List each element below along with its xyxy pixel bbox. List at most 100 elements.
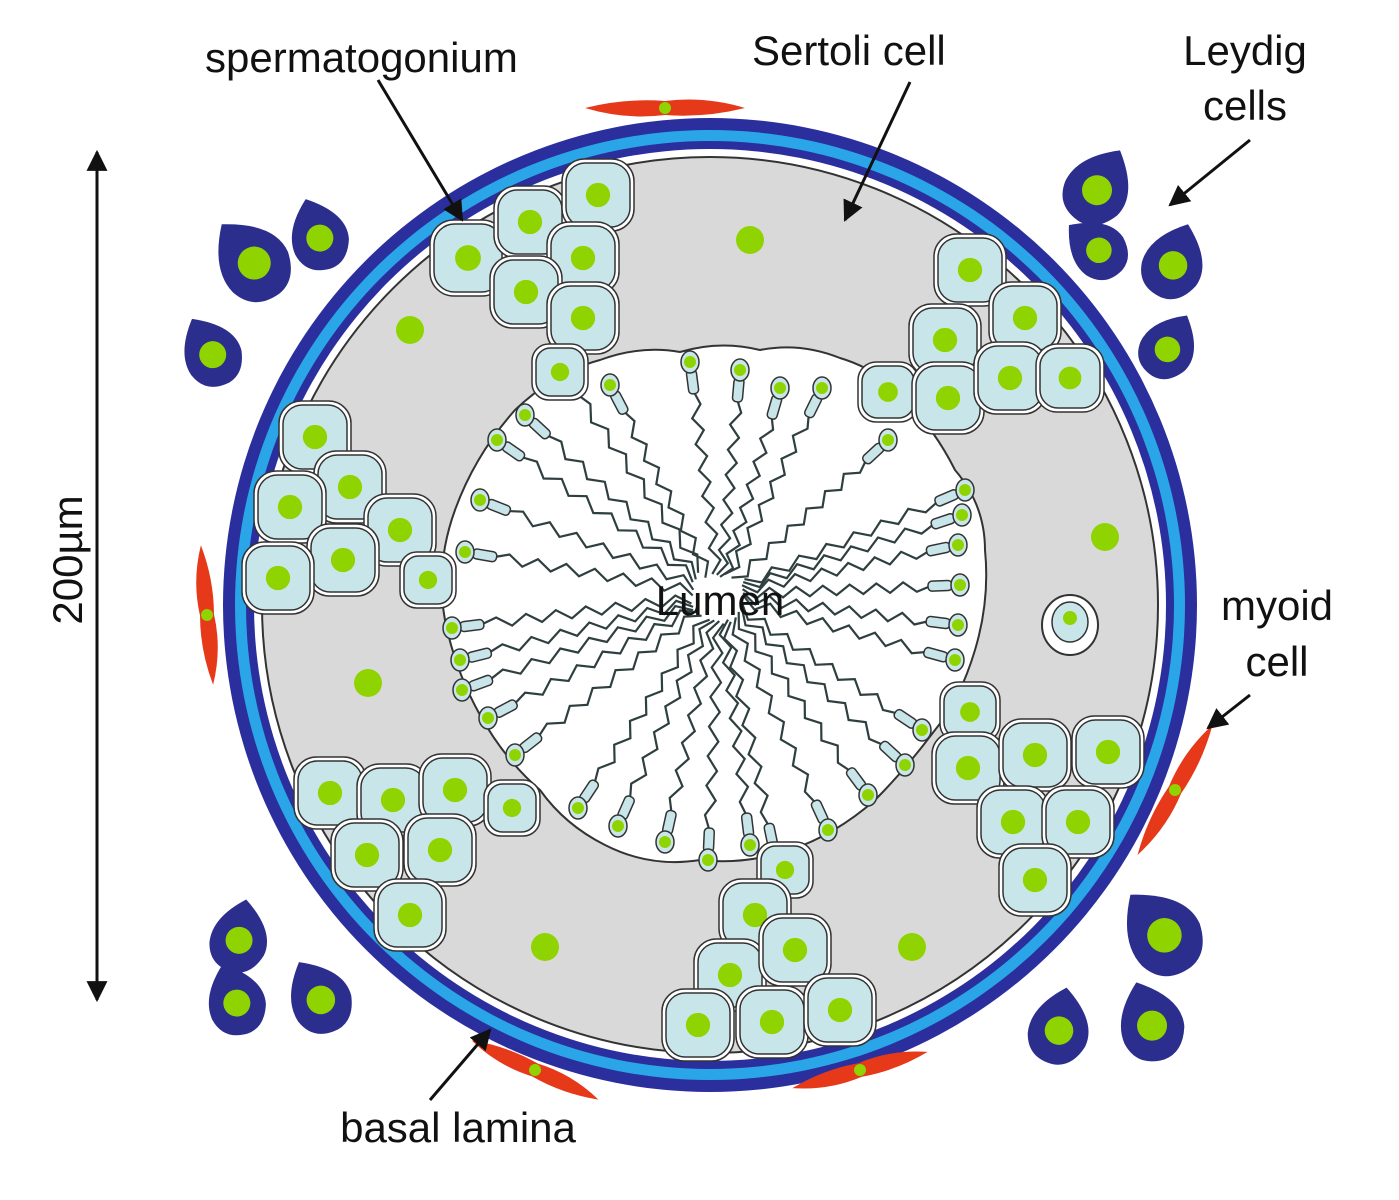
leydig-cell-group <box>1141 224 1203 300</box>
spermatid-nucleus <box>734 364 746 376</box>
spermatid-tail <box>521 456 694 583</box>
spermatid-tail <box>489 604 694 681</box>
germ-cell-nucleus <box>418 570 438 590</box>
germ-cell-nucleus <box>960 702 980 722</box>
germ-cell-nucleus <box>1058 366 1082 390</box>
myoid-nucleus <box>201 609 213 621</box>
leydig-arrow <box>1168 138 1251 207</box>
germ-cell-nucleus <box>380 787 406 813</box>
germ-cell-nucleus <box>585 182 611 208</box>
spermatid-nucleus <box>862 789 874 801</box>
spermatid-nucleus <box>952 539 964 551</box>
germ-cell-nucleus <box>330 547 356 573</box>
germ-cell-nucleus <box>570 305 596 331</box>
spermatid-nucleus <box>509 749 521 761</box>
myoid-label-line1: myoid <box>1221 582 1333 629</box>
leydig-cell-group <box>1138 315 1194 380</box>
spermatid-tail <box>703 622 725 831</box>
leydig-cell-group <box>209 899 267 973</box>
leydig-nucleus <box>1158 251 1188 280</box>
sertoli-nuclei <box>354 226 1119 961</box>
leydig-label-line2: cells <box>1203 82 1287 129</box>
leydig-cell-group <box>1120 982 1185 1062</box>
spermatid-nucleus <box>949 654 961 666</box>
spermatid-tail <box>718 619 750 816</box>
myoid-nucleus <box>659 102 671 114</box>
spermatid-tail <box>494 553 694 597</box>
spermatid-nucleus <box>952 619 964 631</box>
spermatid-nucleus <box>519 409 531 421</box>
germ-cell-nucleus <box>827 997 853 1023</box>
leydig-nucleus <box>306 985 336 1015</box>
spermatogonium-label: spermatogonium <box>205 34 518 81</box>
germ-cell-nucleus <box>1022 742 1048 768</box>
spermatid-tail <box>741 550 930 594</box>
myoid-cell-group <box>585 99 745 117</box>
germ-cell-nucleus <box>455 245 481 271</box>
leydig-cell-group <box>291 962 352 1034</box>
sertoli-nucleus <box>531 933 559 961</box>
leydig-cell-group <box>218 224 291 303</box>
spermatid-nucleus <box>684 356 696 368</box>
germ-cell-nucleus <box>935 385 961 411</box>
spermatid-tail <box>740 608 884 746</box>
sertoli-nucleus <box>736 226 764 254</box>
spermatid-tail <box>742 592 929 626</box>
leydig-nucleus <box>199 341 227 369</box>
myoid-cell-group <box>1137 725 1213 855</box>
spermatid-nucleus <box>612 820 624 832</box>
leydig-nucleus <box>1082 175 1112 206</box>
leydig-cell-group <box>208 964 266 1036</box>
leydig-cell-group <box>1068 222 1129 281</box>
spermatid-nucleus <box>774 382 786 394</box>
leydig-cell-group <box>1062 150 1129 226</box>
germ-cell-nucleus <box>1095 739 1121 765</box>
myoid-nucleus <box>854 1064 866 1076</box>
spermatid-tail <box>623 410 710 578</box>
spermatid-tail <box>488 599 694 654</box>
germ-cell-nucleus <box>442 777 468 803</box>
spermatid-tail <box>537 614 702 738</box>
spermatid-tail <box>724 414 810 576</box>
germ-cell-nucleus <box>387 517 413 543</box>
germ-cell-nucleus <box>317 780 343 806</box>
germ-cell-nucleus <box>759 1009 785 1035</box>
germ-cell-nucleus <box>517 209 543 235</box>
spermatid-tail <box>629 619 715 799</box>
lumen-label: Lumen <box>656 577 784 624</box>
spermatid-nucleus <box>454 654 466 666</box>
sertoli-arrow <box>843 81 912 222</box>
leydig-nucleus <box>1147 918 1182 953</box>
spermatid-nucleus <box>572 802 584 814</box>
spermatid-tail <box>481 594 692 627</box>
spermatid-midpiece <box>927 579 953 592</box>
spermatid-nucleus <box>956 509 968 521</box>
spermatid-nucleus <box>459 546 471 558</box>
myoid-arrow <box>1206 693 1251 730</box>
spermatid-nucleus <box>474 494 486 506</box>
spermatid-midpiece <box>925 615 951 630</box>
germ-cell-nucleus <box>550 362 570 382</box>
leydig-nucleus <box>223 989 251 1017</box>
spermatid-nucleus <box>882 434 894 446</box>
germ-cell-nucleus <box>302 424 328 450</box>
germ-cell-nucleus <box>742 902 768 928</box>
spermatid-heads <box>442 350 975 872</box>
leydig-cell-group <box>1027 987 1089 1065</box>
leydig-label-line1: Leydig <box>1183 27 1307 74</box>
myoid-cell-group <box>792 1051 928 1089</box>
spermatid-tail <box>719 416 775 578</box>
leydig-nucleus <box>225 926 253 954</box>
germ-cell-nucleus <box>878 382 898 402</box>
leydig-nucleus <box>1044 1016 1074 1045</box>
spermatid-tail <box>546 434 697 580</box>
spermatid-tail <box>507 509 695 591</box>
myoid-nucleus <box>529 1064 541 1076</box>
spermatid-nucleus <box>659 836 671 848</box>
germ-cell-nucleus <box>1022 867 1048 893</box>
germ-cell-nucleus <box>1012 305 1038 331</box>
myoid-cells <box>196 99 1213 1100</box>
spermatid-nucleus <box>744 839 756 851</box>
spermatid-nucleus <box>916 724 928 736</box>
sertoli-label: Sertoli cell <box>752 27 946 74</box>
